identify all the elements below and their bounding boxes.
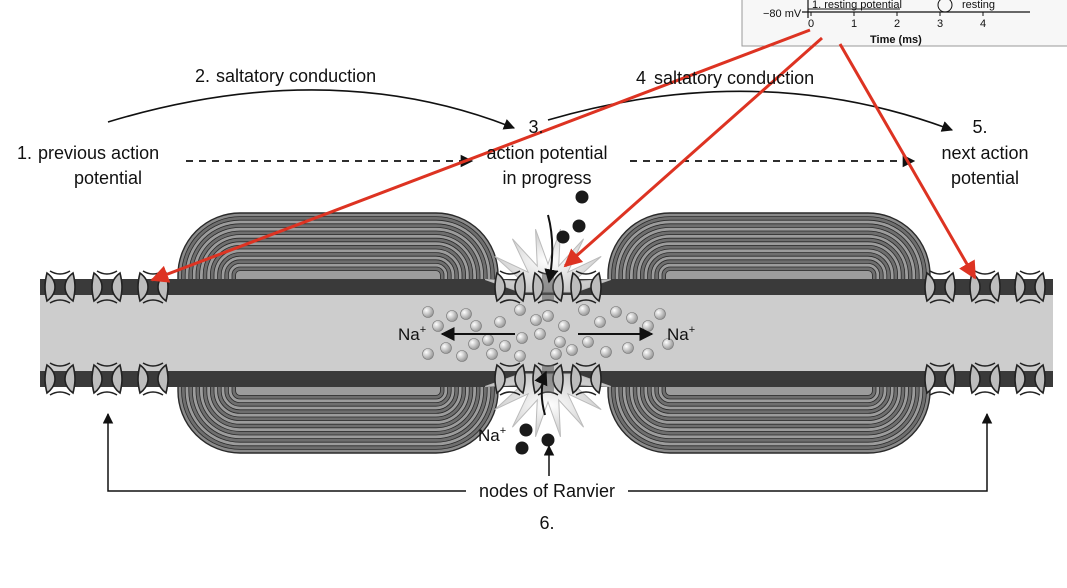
red-arrow-to-right-node [838,43,977,280]
sodium-ion-inside [626,312,638,324]
inset-x-tick-label: 1 [851,18,857,30]
sodium-ion-inside [514,304,526,316]
sodium-ion-outside [572,219,586,233]
sodium-ion-inside [460,308,472,320]
na-label-bottom: Na+ [478,425,506,445]
red-arrow-to-center-node [563,36,823,268]
sodium-ion-outside [515,441,529,455]
sodium-ion-outside [556,230,570,244]
sodium-ion-inside [600,346,612,358]
label-progress-num: 3. [528,117,543,137]
sodium-ion-inside [662,338,674,350]
sodium-ion-inside [456,350,468,362]
sodium-ion-inside [422,348,434,360]
nodes-bracket-left [107,420,466,492]
sodium-ion-inside [582,336,594,348]
sodium-ion-inside [468,338,480,350]
sodium-ion-inside [550,348,562,360]
sodium-ion-inside [486,348,498,360]
open-channel-pore [542,273,554,301]
inset-x-tick-label: 2 [894,18,900,30]
sodium-ion-inside [422,306,434,318]
sodium-ion-outside [575,190,589,204]
sodium-ion-inside [578,304,590,316]
sodium-ion-inside [432,320,444,332]
label-action-potential-in-progress: action potential [486,143,607,163]
sodium-ion-inside [642,320,654,332]
sodium-ion-inside [534,328,546,340]
label-previous-action-potential-line2: potential [74,168,142,188]
inset-x-tick-label: 4 [980,18,986,30]
sodium-ion-inside [482,334,494,346]
inset-x-title: Time (ms) [870,34,922,46]
saltatory-arrow-right [547,90,954,132]
action-potential-burst [485,229,611,437]
na-influx-arrow-top [544,214,559,284]
na-label-left: Na+ [398,324,426,344]
label-next-action-potential: next action [941,143,1028,163]
sodium-ion-inside [494,316,506,328]
inset-graph: −80 mV 1. resting potential resting 0 1 2 3… [741,0,1067,47]
label-saltatory-conduction-left: 2.saltatory conduction [195,66,376,86]
sodium-ion-inside [554,336,566,348]
sodium-ion-inside [642,348,654,360]
sodium-ion-inside [594,316,606,328]
red-arrow-to-left-node [150,28,811,283]
label-action-potential-in-progress-line2: in progress [502,168,591,188]
saltatory-arrow-left [107,89,516,130]
inset-y-tick: −80 mV [763,8,802,20]
inset-x-tick-label: 0 [808,18,814,30]
sodium-ion-inside [654,308,666,320]
sodium-ion-inside [610,306,622,318]
inset-resting-label-right: resting [962,0,995,11]
sodium-ion-inside [470,320,482,332]
sodium-ion-outside [519,423,533,437]
na-label-right: Na+ [667,324,695,344]
sodium-ion-inside [514,350,526,362]
sodium-ion-inside [530,314,542,326]
sodium-ion-inside [446,310,458,322]
sodium-ions-inside [422,304,674,362]
nodes-bracket-right [628,420,988,492]
inset-resting-label: 1. resting potential [812,0,902,11]
sodium-ion-outside [541,433,555,447]
inset-x-ticks: 0 1 2 3 4 [808,12,986,30]
sodium-ion-inside [499,340,511,352]
sodium-ion-inside [542,310,554,322]
label-nodes-num: 6. [539,513,554,533]
na-influx-arrow-bottom [534,370,548,416]
sodium-ion-inside [558,320,570,332]
sodium-ion-inside [516,332,528,344]
inset-x-tick-label: 3 [937,18,943,30]
sodium-ion-inside [622,342,634,354]
inset-step-marker [937,0,953,13]
label-next-action-potential-line2: potential [951,168,1019,188]
label-previous-action-potential: 1.previous action [17,143,159,163]
label-next-num: 5. [972,117,987,137]
inset-graph-frame [741,0,1067,47]
sodium-ion-inside [440,342,452,354]
label-nodes-of-ranvier: nodes of Ranvier [479,481,615,501]
axon-interior [40,295,1053,371]
sodium-ion-inside [566,344,578,356]
